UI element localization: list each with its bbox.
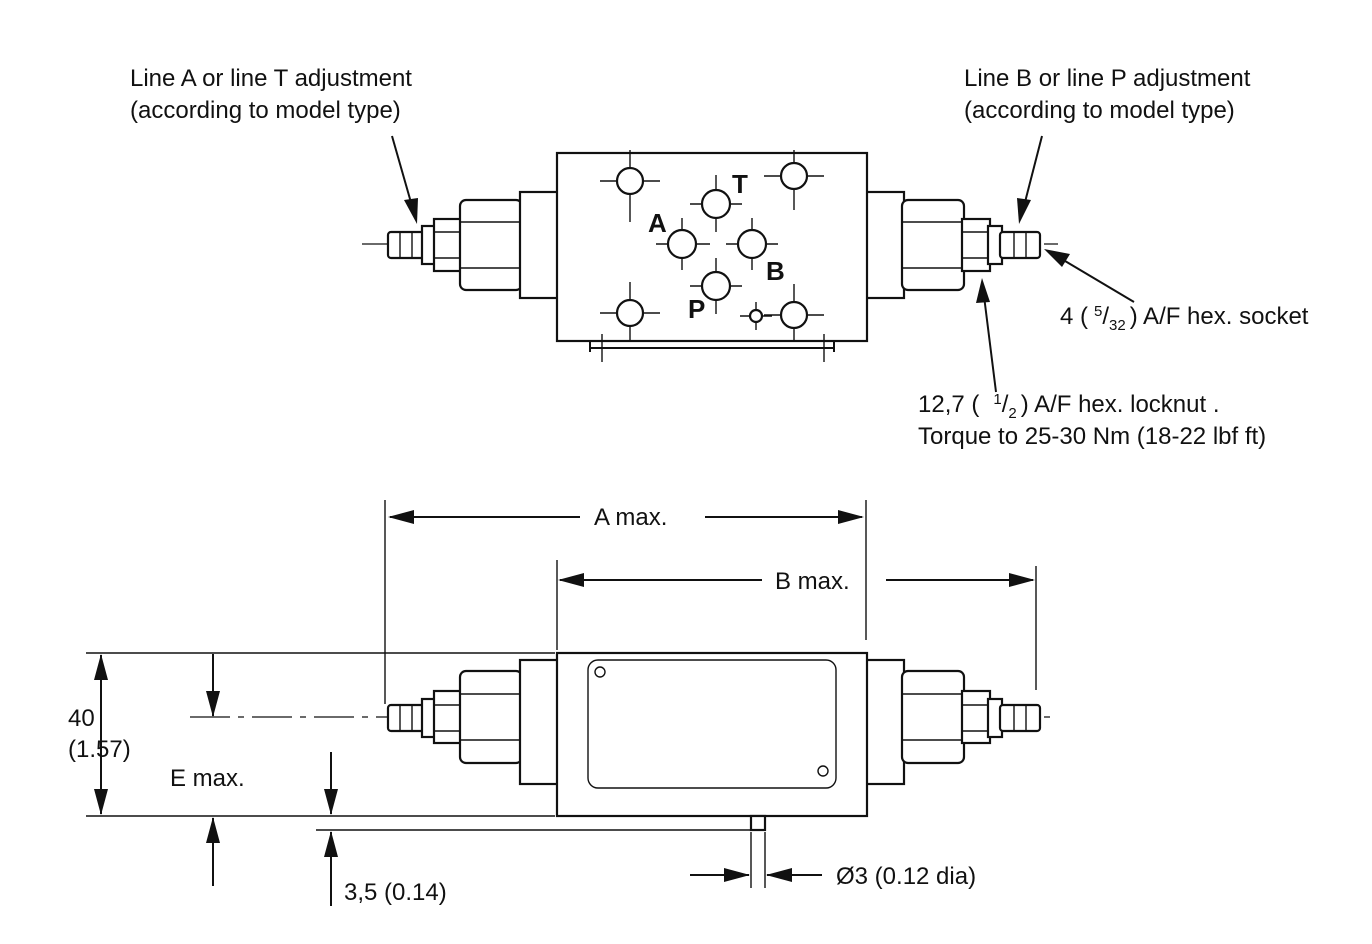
hole-top-right xyxy=(764,150,824,210)
side-view xyxy=(190,651,1058,832)
dim-a-max: A max. xyxy=(594,504,667,531)
port-label-p: P xyxy=(688,294,705,324)
port-b-hole xyxy=(736,228,768,260)
port-holes xyxy=(656,175,778,314)
dim-pin-dia: Ø3 (0.12 dia) xyxy=(836,863,976,890)
dim-height-imperial: (1.57) xyxy=(68,736,131,763)
port-label-b: B xyxy=(766,256,785,286)
valve-body-top xyxy=(555,151,869,343)
locknut-label: 12,7 (1/2) A/F hex. locknut . xyxy=(918,391,1219,422)
hole-bottom-right xyxy=(764,284,824,341)
torque-label: Torque to 25-30 Nm (18-22 lbf ft) xyxy=(918,423,1266,450)
top-view: T A B P xyxy=(362,150,1058,362)
port-a-hole xyxy=(666,228,698,260)
port-label-t: T xyxy=(732,169,748,199)
hole-top-left xyxy=(600,150,660,222)
right-adjuster-top xyxy=(864,190,1042,300)
dim-pin-offset: 3,5 (0.14) xyxy=(344,879,447,906)
nameplate xyxy=(587,659,837,789)
hole-pin xyxy=(740,302,772,330)
port-label-a: A xyxy=(648,208,667,238)
dim-e-max: E max. xyxy=(170,765,245,792)
port-t-hole xyxy=(700,188,732,220)
right-adjust-label-1: Line B or line P adjustment xyxy=(964,65,1251,92)
dowel-pin xyxy=(749,814,767,832)
left-adjuster-side xyxy=(386,658,560,786)
dim-height: 40 xyxy=(68,705,95,732)
hole-bottom-left xyxy=(600,282,660,341)
dim-b-max: B max. xyxy=(775,568,850,595)
left-adjust-label-1: Line A or line T adjustment xyxy=(130,65,412,92)
dimension-lines: A max. B max. 40 (1.57) E max. 3,5 (0.14… xyxy=(68,500,1037,906)
socket-label: 4 (5/32) A/F hex. socket xyxy=(1060,303,1309,334)
port-p-hole xyxy=(700,270,732,302)
left-adjust-label-2: (according to model type) xyxy=(130,97,401,124)
mounting-holes xyxy=(600,150,824,341)
valve-body-side xyxy=(555,651,869,818)
left-adjuster-top xyxy=(386,190,560,300)
right-adjuster-side xyxy=(864,658,1042,786)
right-adjust-label-2: (according to model type) xyxy=(964,97,1235,124)
